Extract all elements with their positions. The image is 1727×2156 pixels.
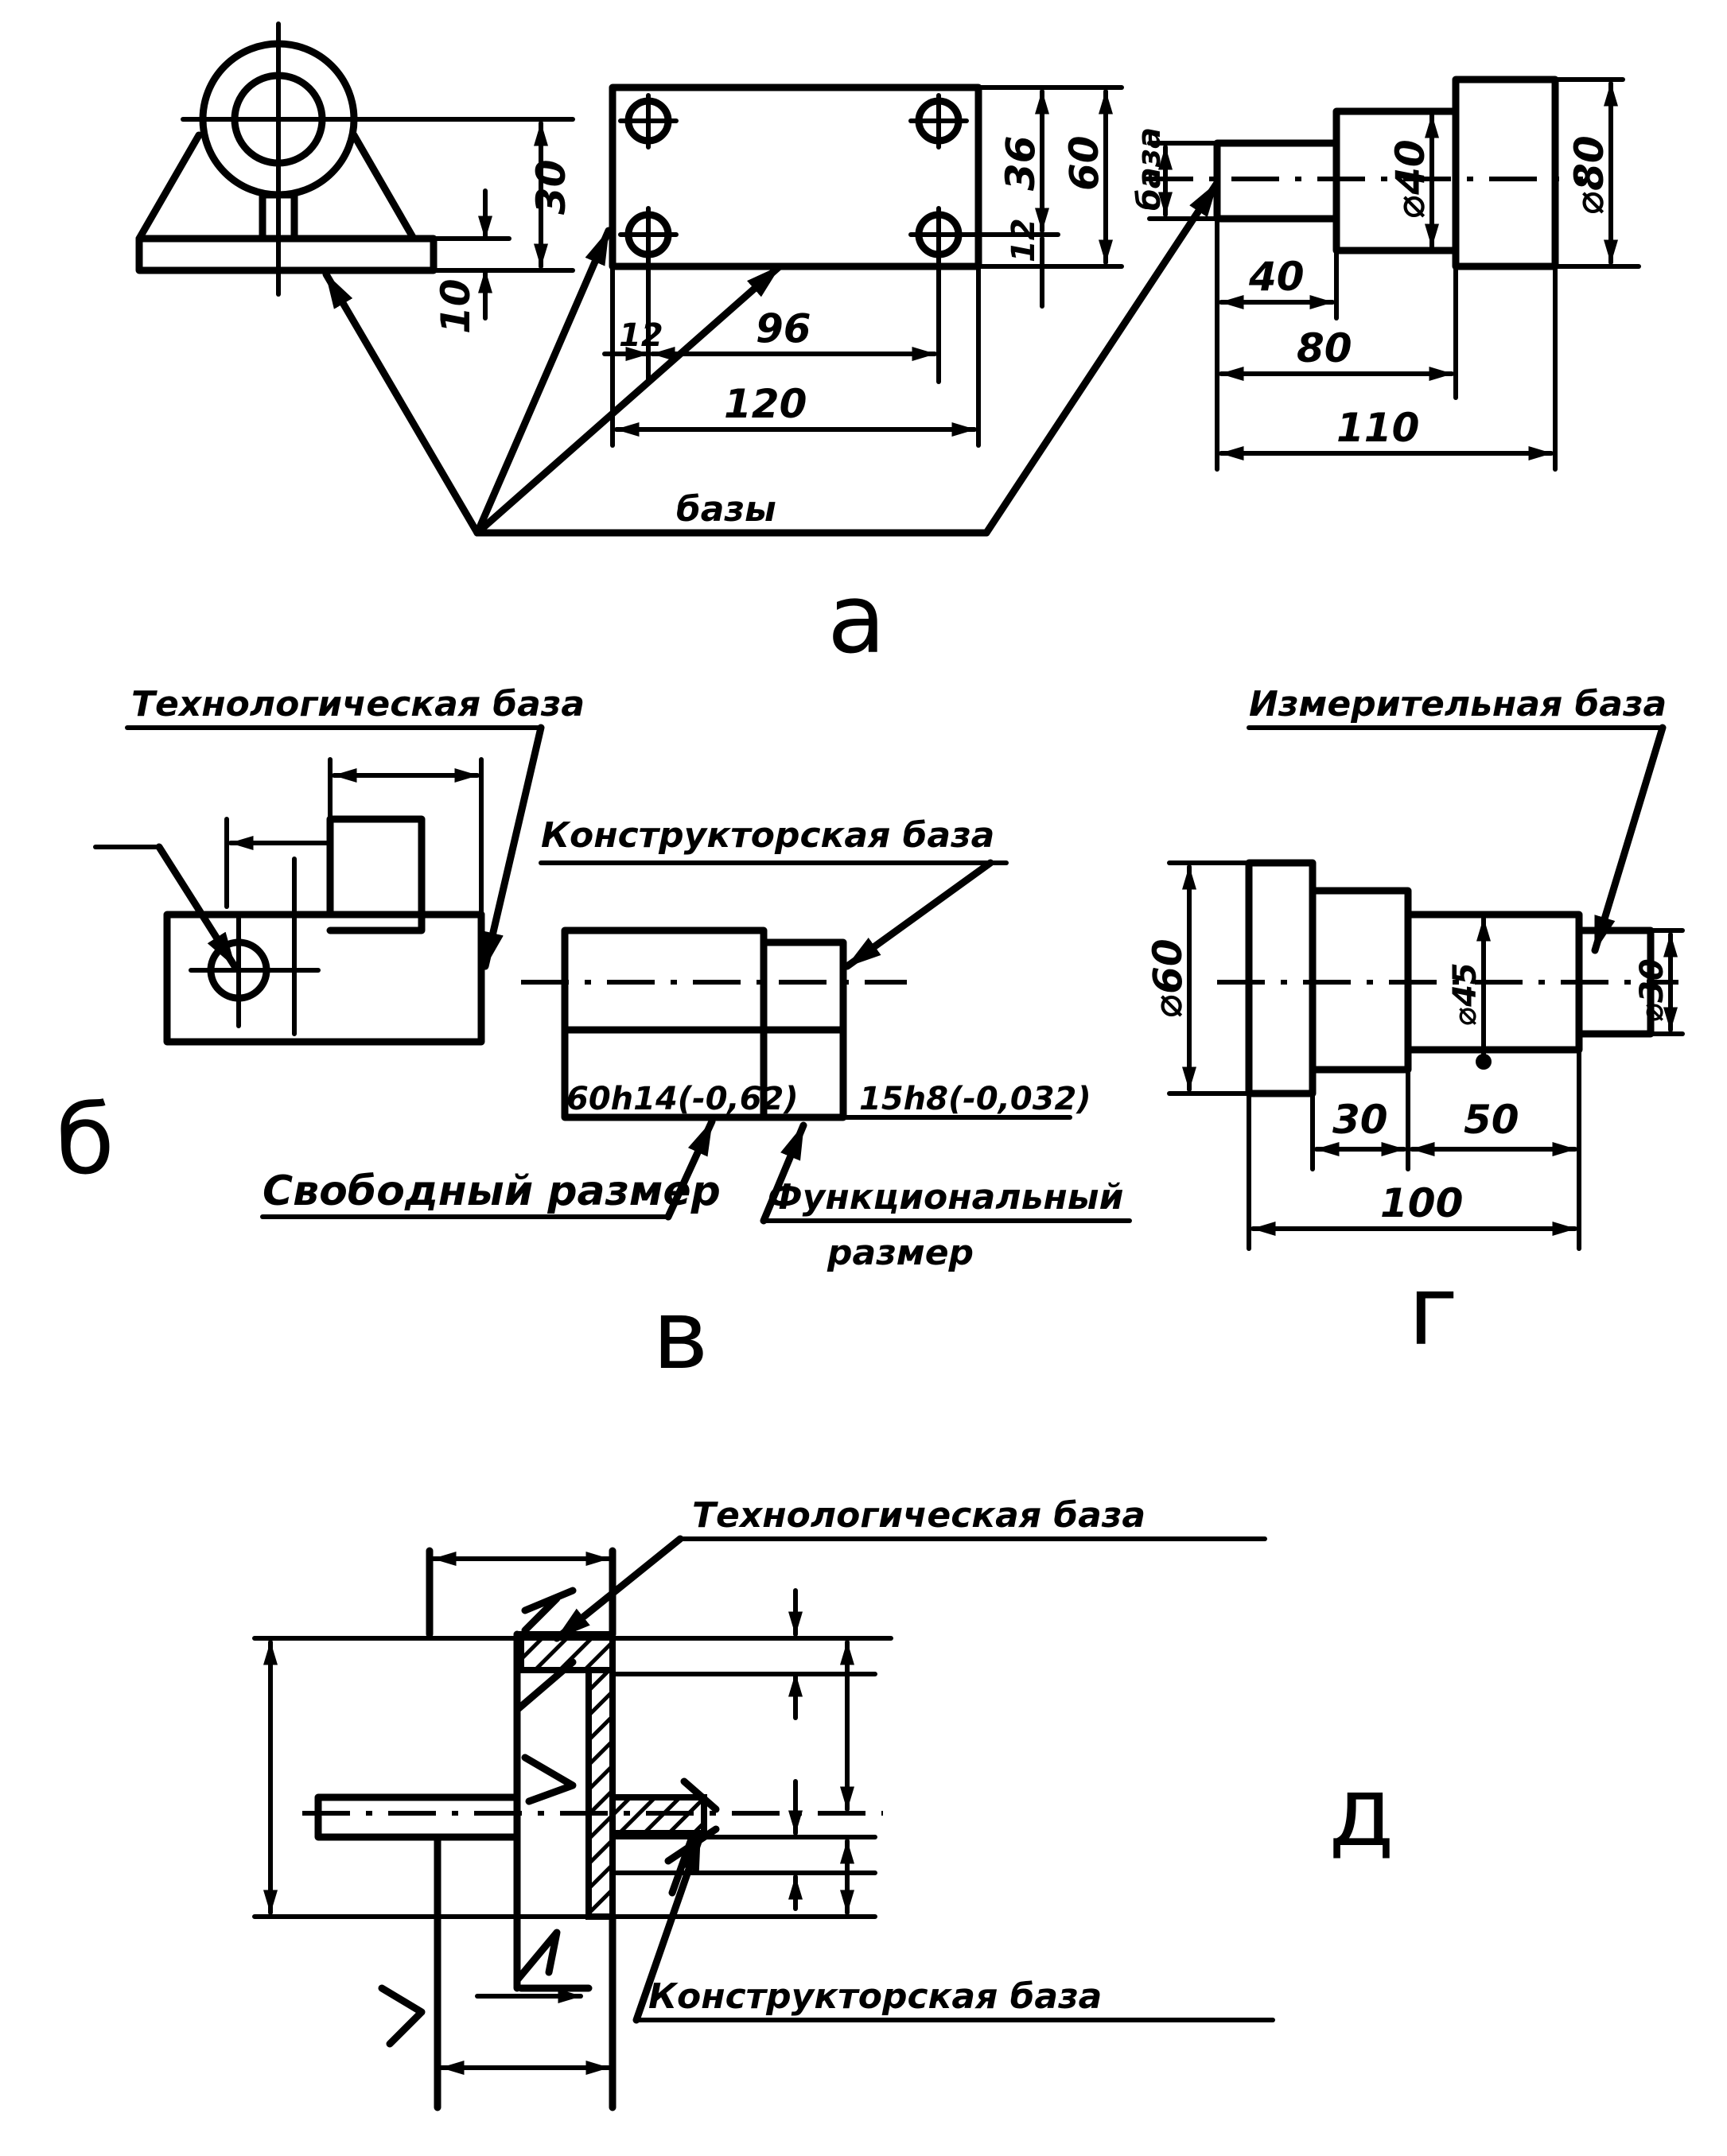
- dim-base: база: [1131, 127, 1168, 211]
- dim-phi60: ⌀60: [1145, 938, 1191, 1018]
- panel-g-letter: г: [1408, 1257, 1458, 1367]
- dim-12-vertical: 12: [1005, 218, 1042, 262]
- panel-a: 30 10 36 60 12: [135, 21, 1641, 675]
- dim-free-size: 60h14(-0,62): [566, 1081, 799, 1117]
- plate-part: 36 60 12 12 96 120: [602, 84, 1124, 448]
- dim-60: 60: [1061, 135, 1107, 191]
- func-size-label-1: Функциональный: [768, 1177, 1123, 1218]
- dim-80: 80: [1297, 325, 1352, 371]
- tech-base-label-b: Технологическая база: [131, 684, 585, 724]
- dim-30: 30: [528, 159, 574, 215]
- bases-label: базы: [676, 489, 776, 530]
- bases-leaders: базы: [322, 179, 1221, 537]
- panel-d-letter: д: [1328, 1758, 1394, 1868]
- meas-base-label: Измерительная база: [1249, 684, 1667, 724]
- panel-g: ⌀60 ⌀45 ⌀30 30 50 100 Измерительная база…: [1145, 684, 1685, 1367]
- func-size-label-2: размер: [827, 1233, 974, 1273]
- panel-a-letter: а: [827, 565, 886, 675]
- panel-b-letter: б: [56, 1086, 115, 1196]
- dim-30-g: 30: [1332, 1097, 1388, 1143]
- dim-36: 36: [998, 135, 1044, 191]
- dim-phi30: ⌀30: [1634, 958, 1671, 1022]
- panel-v: Конструкторская база 60h14(-0,62) 15h8(-…: [260, 815, 1132, 1391]
- panel-v-letter: в: [652, 1280, 709, 1391]
- dim-phi80: ⌀80: [1566, 135, 1612, 215]
- dim-10: 10: [433, 278, 479, 334]
- constr-base-label-d: Конструкторская база: [648, 1976, 1102, 2017]
- dim-96: 96: [756, 305, 811, 352]
- dim-40: 40: [1248, 254, 1305, 300]
- dim-100-g: 100: [1380, 1180, 1463, 1226]
- tech-base-label-d: Технологическая база: [692, 1495, 1145, 1536]
- dim-phi40: ⌀40: [1387, 139, 1433, 219]
- free-size-label: Свободный размер: [263, 1167, 721, 1215]
- dim-120: 120: [724, 381, 807, 427]
- stepped-shaft: база ⌀40 ⌀80 40 80 110: [1131, 76, 1641, 472]
- dim-phi45: ⌀45: [1447, 962, 1484, 1026]
- dim-50-g: 50: [1464, 1097, 1519, 1143]
- panel-d: Технологическая база Конструкторская баз…: [252, 1495, 1394, 2111]
- dim-110: 110: [1336, 405, 1419, 451]
- constr-base-label-v: Конструкторская база: [541, 815, 994, 856]
- dim-func-size: 15h8(-0,032): [859, 1081, 1091, 1117]
- bracket-part: 30 10: [135, 21, 575, 334]
- panel-b: Технологическая база б: [56, 684, 585, 1196]
- dim-12-horizontal: 12: [619, 317, 663, 354]
